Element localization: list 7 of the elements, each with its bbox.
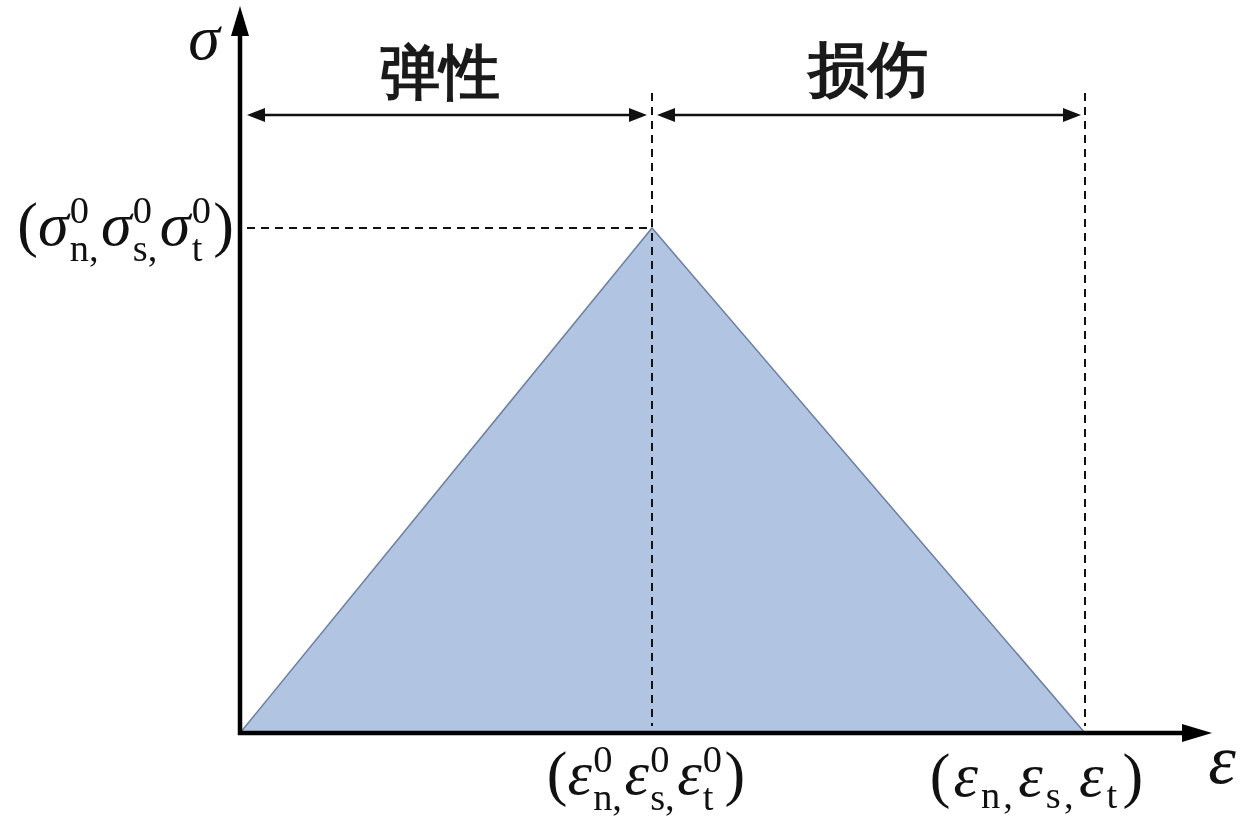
- coordinate-label: (ε$_{n,}$$^{0}$ε$_{s,}$$^{0}$ε$_{t}$$^{0}$): [545, 737, 747, 820]
- coordinate-label: (ε$_{n,}$ε$_{s,}$ε$_{t}$): [928, 740, 1148, 818]
- coordinate-label: (σ$_{n,}$$^{0}$σ$_{s,}$$^{0}$σ$_{t}$$^{0}$): [16, 188, 235, 271]
- axis-label: σ: [187, 1, 222, 76]
- axis-label: ε: [1207, 719, 1237, 800]
- region-label: 弹性: [379, 38, 501, 108]
- region-label: 损伤: [806, 35, 929, 105]
